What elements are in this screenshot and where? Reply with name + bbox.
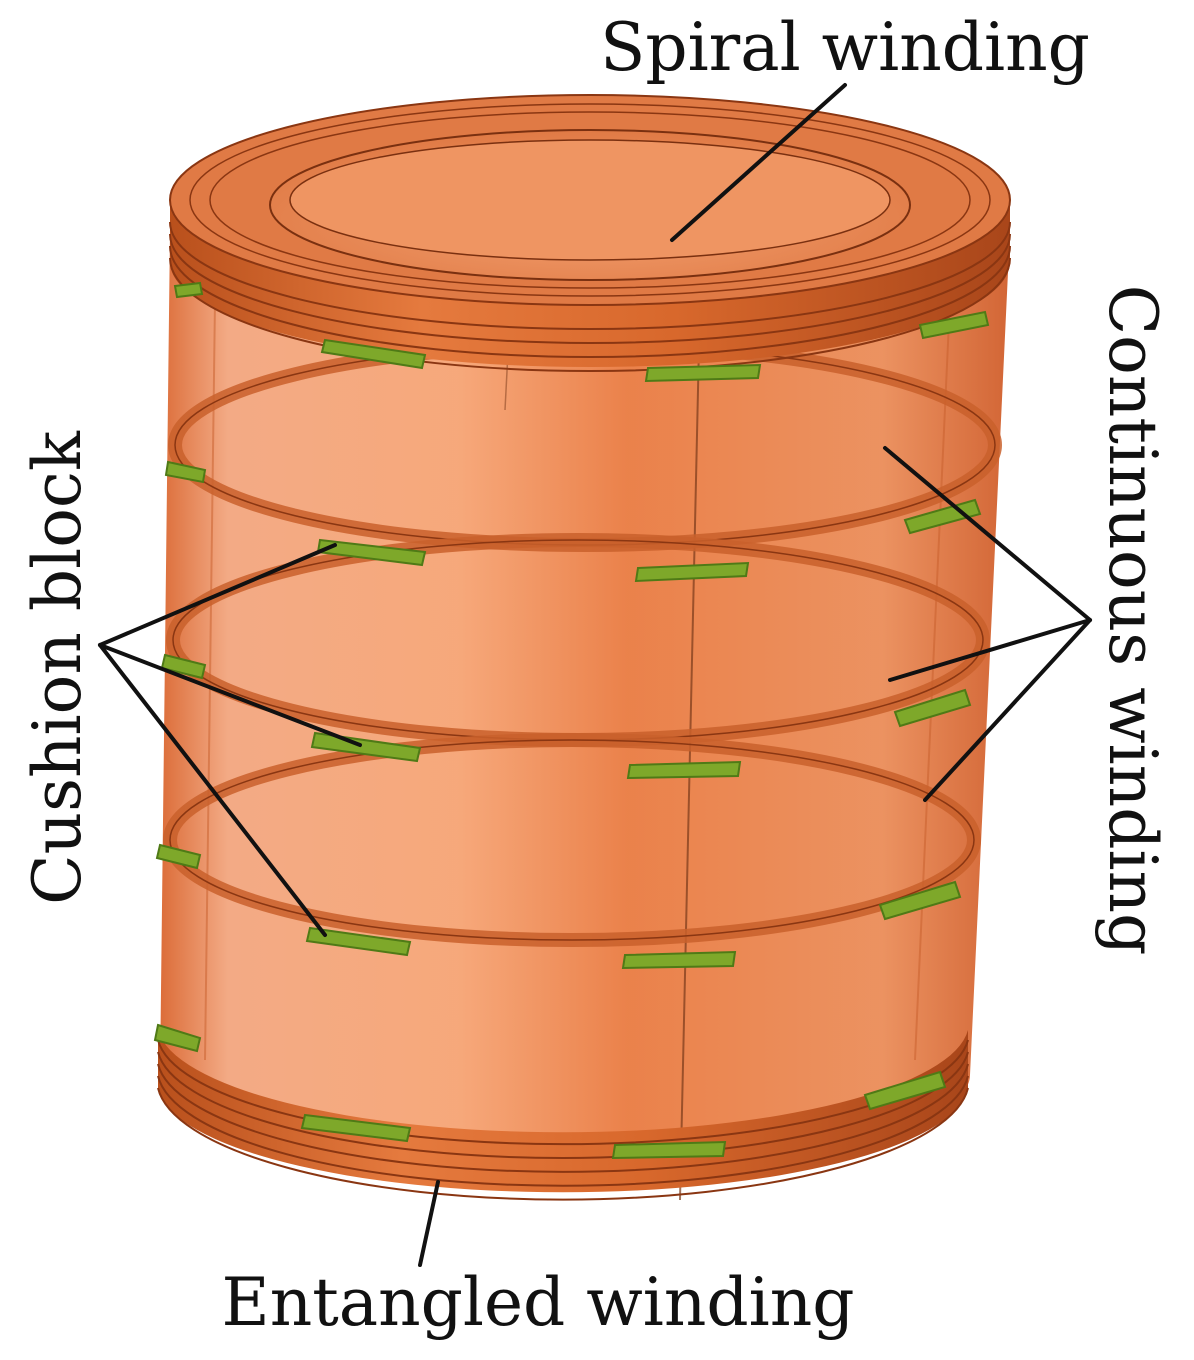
spiral-winding [169,94,1011,372]
leader-continuous-1 [883,446,1092,622]
label-entangled-winding: Entangled winding [222,1264,855,1341]
leader-continuous-2 [888,618,1092,682]
cushion-block [164,460,207,484]
entangled-winding [157,1030,969,1201]
cushion-block [160,653,207,680]
cushion-block [634,561,750,583]
cushion-block [153,1023,202,1053]
cushion-block [626,760,742,780]
cushion-block [893,688,972,728]
cushion-block [621,950,737,970]
cushion-block [863,1070,947,1111]
cushion-block [316,538,427,567]
leader-cushion-3 [98,643,327,937]
cushion-block [903,498,982,535]
leader-spiral [670,83,847,242]
leader-lines [98,83,1092,1267]
leader-continuous-3 [923,618,1092,802]
leader-entangled [418,1180,440,1267]
cushion-block [305,926,412,957]
continuous-winding-disc-3 [163,733,981,947]
cushion-block [310,731,422,763]
label-spiral-winding: Spiral winding [600,9,1090,86]
cushion-block [155,843,202,870]
leader-cushion-2 [98,643,362,747]
cushion-block [320,338,427,370]
cushion-blocks [153,281,990,1160]
label-continuous-winding: Continuous winding [1094,285,1171,956]
cylinder-body [160,230,1010,1170]
label-cushion-block: Cushion block [19,430,96,905]
cushion-block [173,281,204,299]
cushion-block [644,363,762,383]
cushion-block [878,880,962,921]
leader-cushion-1 [98,543,337,647]
cushion-block [918,310,990,340]
cushion-block [611,1140,727,1160]
cushion-block [300,1113,412,1143]
